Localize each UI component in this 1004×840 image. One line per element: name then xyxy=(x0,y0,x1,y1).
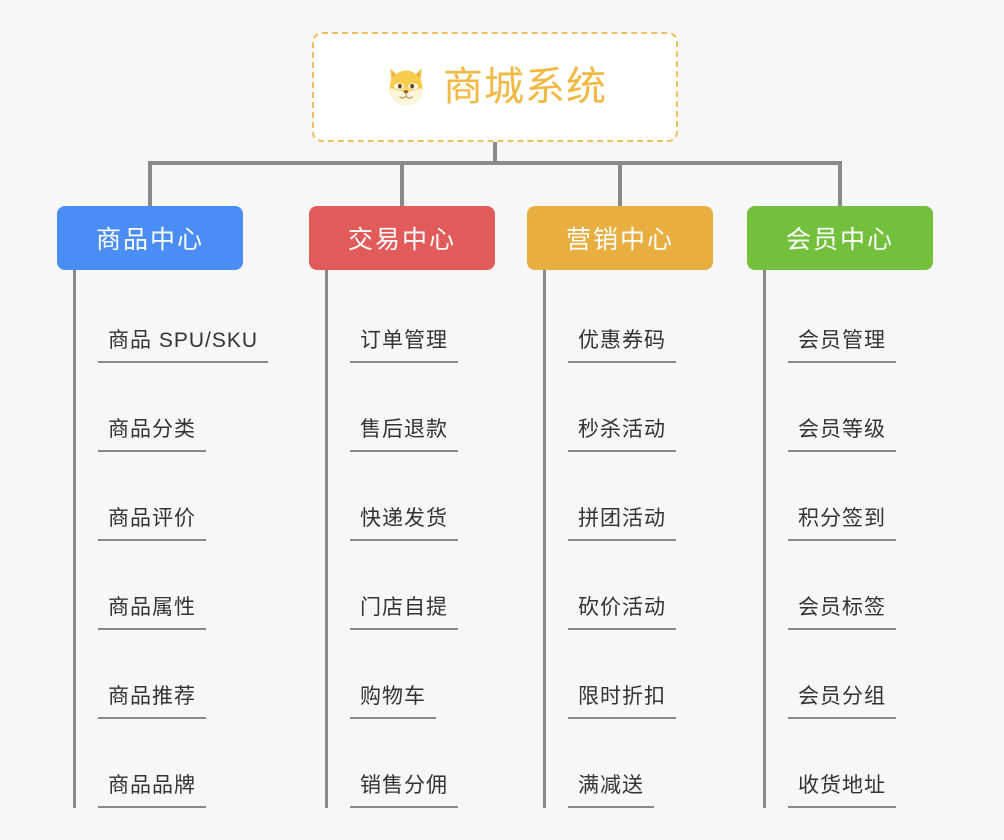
leaf-label: 会员等级 xyxy=(788,413,896,452)
leaf-label: 门店自提 xyxy=(350,591,458,630)
leaf-label: 优惠券码 xyxy=(568,324,676,363)
leaf-label: 商品 SPU/SKU xyxy=(98,324,269,363)
connector-bar xyxy=(148,161,842,165)
list-item[interactable]: 收货地址 xyxy=(766,719,967,808)
list-item[interactable]: 会员标签 xyxy=(766,541,967,630)
connector-drop-1 xyxy=(148,161,152,206)
leaf-label: 售后退款 xyxy=(350,413,458,452)
list-item[interactable]: 售后退款 xyxy=(328,363,529,452)
branch-product-center: 商品中心 商品 SPU/SKU 商品分类 商品评价 商品属性 商品推荐 商品品牌 xyxy=(57,206,277,808)
leaf-label: 拼团活动 xyxy=(568,502,676,541)
leaf-label: 秒杀活动 xyxy=(568,413,676,452)
leaf-label: 商品属性 xyxy=(98,591,206,630)
list-item[interactable]: 门店自提 xyxy=(328,541,529,630)
leaf-label: 收货地址 xyxy=(788,769,896,808)
leaf-label: 快递发货 xyxy=(350,502,458,541)
list-item[interactable]: 积分签到 xyxy=(766,452,967,541)
leaf-label: 商品评价 xyxy=(98,502,206,541)
list-item[interactable]: 满减送 xyxy=(546,719,747,808)
list-item[interactable]: 商品品牌 xyxy=(76,719,277,808)
list-item[interactable]: 秒杀活动 xyxy=(546,363,747,452)
list-item[interactable]: 会员等级 xyxy=(766,363,967,452)
list-item[interactable]: 订单管理 xyxy=(328,274,529,363)
leaf-label: 限时折扣 xyxy=(568,680,676,719)
leaf-list-marketing-center: 优惠券码 秒杀活动 拼团活动 砍价活动 限时折扣 满减送 xyxy=(543,270,747,808)
leaf-list-trade-center: 订单管理 售后退款 快递发货 门店自提 购物车 销售分佣 xyxy=(325,270,529,808)
root-title: 商城系统 xyxy=(443,65,607,109)
leaf-label: 砍价活动 xyxy=(568,591,676,630)
category-box-marketing-center[interactable]: 营销中心 xyxy=(527,206,713,270)
connector-drop-3 xyxy=(618,161,622,206)
connector-drop-4 xyxy=(838,161,842,206)
leaf-label: 商品推荐 xyxy=(98,680,206,719)
leaf-label: 会员分组 xyxy=(788,680,896,719)
leaf-label: 积分签到 xyxy=(788,502,896,541)
leaf-label: 订单管理 xyxy=(350,324,458,363)
branch-trade-center: 交易中心 订单管理 售后退款 快递发货 门店自提 购物车 销售分佣 xyxy=(309,206,529,808)
leaf-label: 会员管理 xyxy=(788,324,896,363)
shiba-dog-face-icon xyxy=(383,64,429,110)
list-item[interactable]: 商品 SPU/SKU xyxy=(76,274,277,363)
list-item[interactable]: 优惠券码 xyxy=(546,274,747,363)
list-item[interactable]: 会员分组 xyxy=(766,630,967,719)
category-box-product-center[interactable]: 商品中心 xyxy=(57,206,243,270)
list-item[interactable]: 商品属性 xyxy=(76,541,277,630)
leaf-list-member-center: 会员管理 会员等级 积分签到 会员标签 会员分组 收货地址 xyxy=(763,270,967,808)
list-item[interactable]: 快递发货 xyxy=(328,452,529,541)
leaf-label: 商品分类 xyxy=(98,413,206,452)
list-item[interactable]: 商品评价 xyxy=(76,452,277,541)
list-item[interactable]: 销售分佣 xyxy=(328,719,529,808)
list-item[interactable]: 购物车 xyxy=(328,630,529,719)
list-item[interactable]: 砍价活动 xyxy=(546,541,747,630)
leaf-label: 购物车 xyxy=(350,680,436,719)
leaf-label: 满减送 xyxy=(568,769,654,808)
connector-drop-2 xyxy=(400,161,404,206)
leaf-label: 销售分佣 xyxy=(350,769,458,808)
leaf-list-product-center: 商品 SPU/SKU 商品分类 商品评价 商品属性 商品推荐 商品品牌 xyxy=(73,270,277,808)
category-box-trade-center[interactable]: 交易中心 xyxy=(309,206,495,270)
leaf-label: 会员标签 xyxy=(788,591,896,630)
branch-marketing-center: 营销中心 优惠券码 秒杀活动 拼团活动 砍价活动 限时折扣 满减送 xyxy=(527,206,747,808)
list-item[interactable]: 商品分类 xyxy=(76,363,277,452)
leaf-label: 商品品牌 xyxy=(98,769,206,808)
branch-member-center: 会员中心 会员管理 会员等级 积分签到 会员标签 会员分组 收货地址 xyxy=(747,206,967,808)
category-box-member-center[interactable]: 会员中心 xyxy=(747,206,933,270)
list-item[interactable]: 会员管理 xyxy=(766,274,967,363)
list-item[interactable]: 商品推荐 xyxy=(76,630,277,719)
list-item[interactable]: 限时折扣 xyxy=(546,630,747,719)
root-node[interactable]: 商城系统 xyxy=(312,32,678,142)
connector-stem xyxy=(493,142,497,164)
list-item[interactable]: 拼团活动 xyxy=(546,452,747,541)
